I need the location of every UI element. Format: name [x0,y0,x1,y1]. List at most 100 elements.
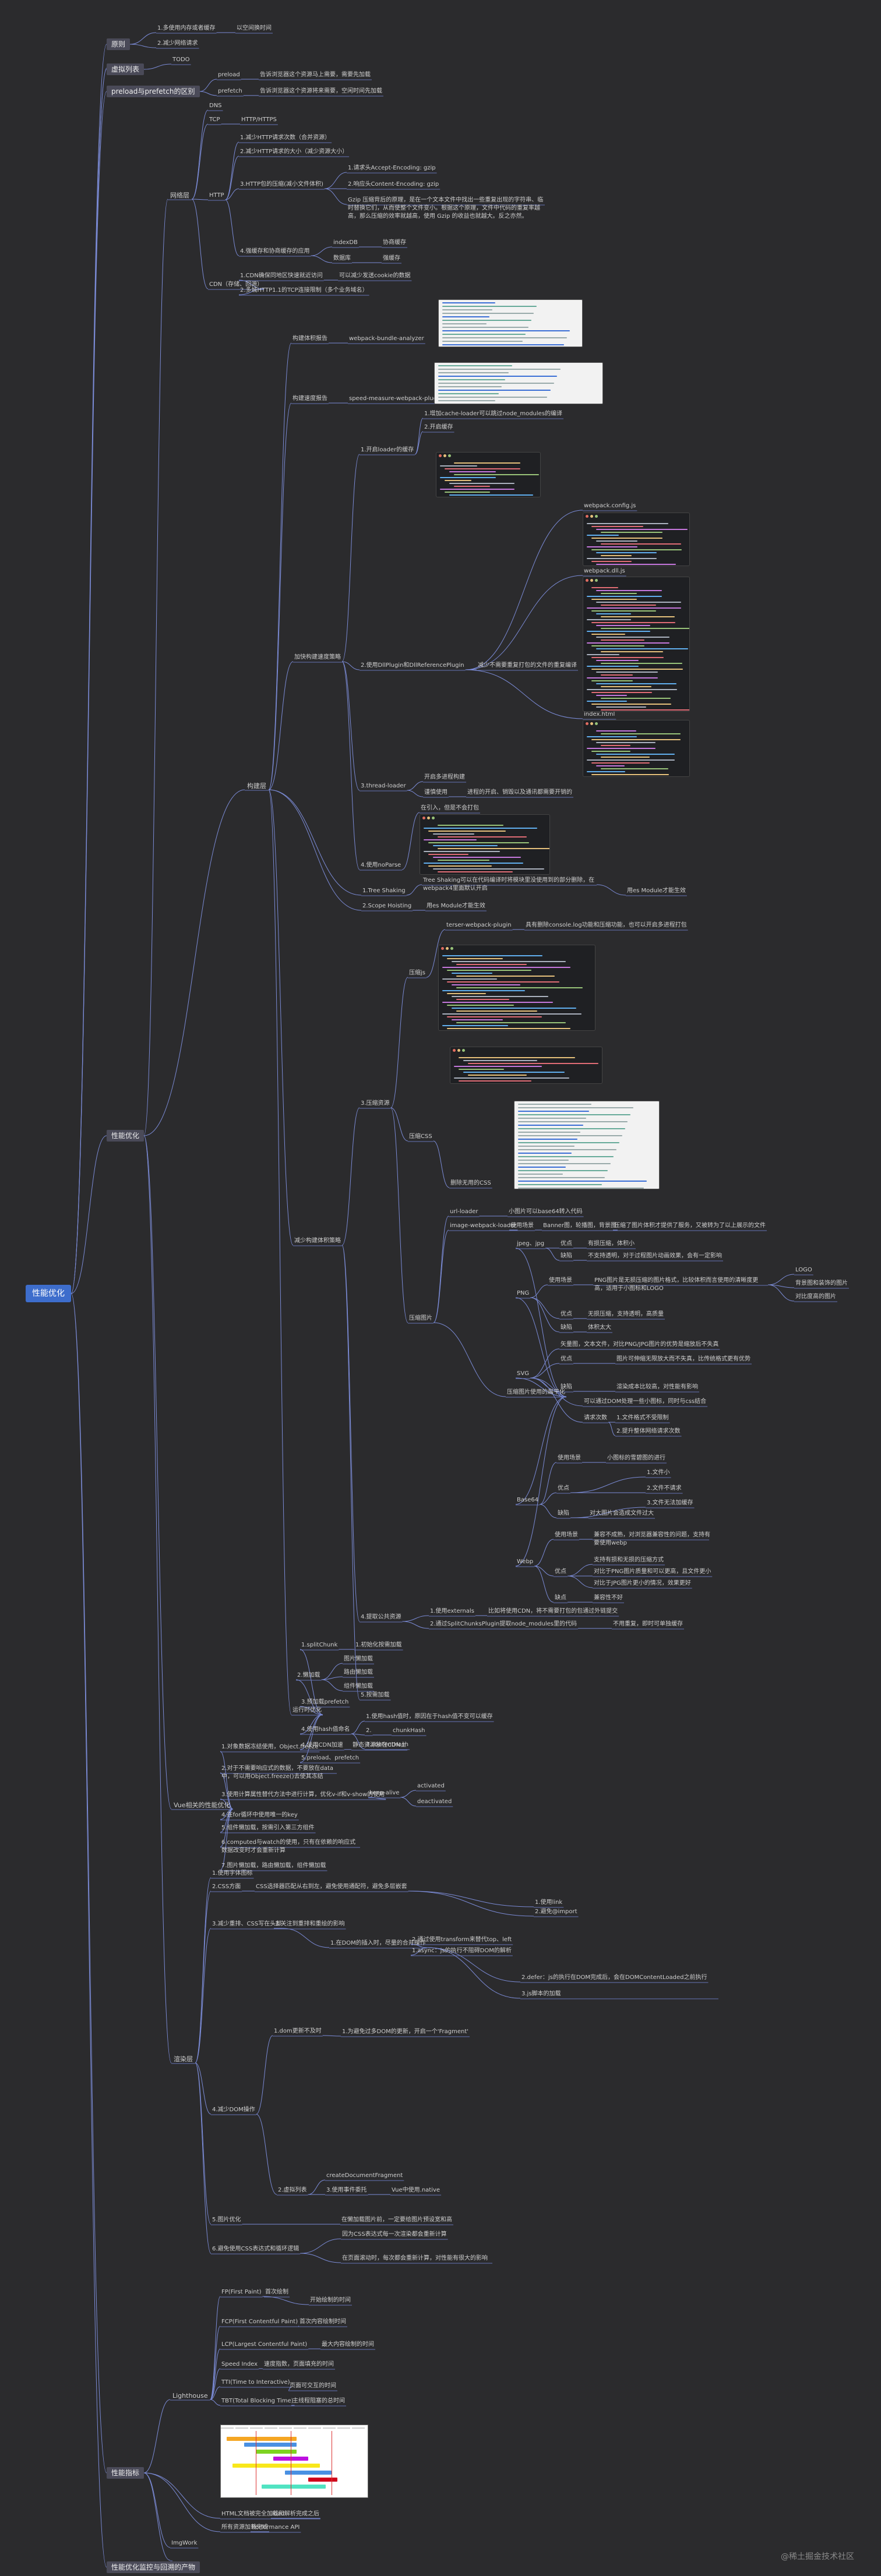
node-build[interactable]: 构建层 [247,782,266,790]
node-v3[interactable]: 3.使用计算属性替代方法中进行计算，优化v-if和v-show的使用 [221,1791,385,1798]
node-b2[interactable]: 构建速度报告 [293,395,327,402]
node-b41d[interactable]: 压缩图片 [409,1315,432,1321]
node-wp[interactable]: Webp [517,1559,534,1565]
node-re2b[interactable]: 1.使用link [535,1899,563,1906]
node-png1c[interactable]: 背景图和装饰的图片 [795,1280,848,1287]
node-h1[interactable]: 1.减少HTTP请求次数（合并资源） [240,135,331,141]
node-dns[interactable]: DNS [209,103,222,109]
node-wp2b[interactable]: 对比于PNG图片质量和可以更高，且文件更小 [594,1568,711,1575]
node-b41d1[interactable]: url-loader [450,1209,478,1215]
node-v5[interactable]: 5.组件懒加载，按需引入第三方组件 [221,1825,315,1831]
node-vue[interactable]: Vue相关的性能优化 [174,1801,231,1809]
node-png1a[interactable]: PNG图片是无损压缩的图片格式，比较体积而言使用的清晰度更高，适用于小图标和LO… [594,1277,759,1292]
node-h3b[interactable]: 2.响应头Content-Encoding: gzip [348,181,439,188]
node-b41d2[interactable]: image-webpack-loader [450,1222,517,1229]
node-png1d[interactable]: 对比度高的图片 [795,1294,836,1300]
node-b41d2a[interactable]: 使用场景 [510,1222,534,1229]
node-re2c[interactable]: 2.避免@import [535,1909,577,1915]
node-r4b[interactable]: 2. [366,1727,372,1734]
node-re42[interactable]: 2.虚拟列表 [278,2187,307,2193]
node-m7[interactable]: HTML文档被完全加载和解析完成之后 [221,2511,319,2517]
node-v3a1[interactable]: activated [417,1783,445,1789]
node-tcp1[interactable]: HTTP/HTTPS [241,116,277,123]
node-re5a[interactable]: 在懒加载图片前，一定要给图片预设宽和高 [341,2217,452,2223]
node-r3[interactable]: 3.预加载prefetch [301,1699,349,1705]
node-cdn[interactable]: CDN（存储、回源） [209,281,263,288]
node-png2[interactable]: 优点 [561,1311,572,1317]
node-v4[interactable]: 4.在for循环中使用唯一的key [221,1812,298,1818]
node-b642[interactable]: 优点 [558,1485,569,1492]
node-b422a[interactable]: 不用重复，即时可单独缓存 [613,1621,683,1627]
node-re6a[interactable]: 因为CSS表达式每一次渲染都会重新计算 [342,2231,447,2238]
node-pre1[interactable]: preload [218,72,240,78]
node-re4[interactable]: 4.减少DOM操作 [212,2107,255,2113]
node-re3a[interactable]: 3.关注到重排和重绘的影响 [275,1921,345,1927]
node-tcp[interactable]: TCP [209,116,220,123]
node-v1[interactable]: 1.对象数据冻结使用，Object.freeze [221,1744,319,1750]
node-net[interactable]: 网络层 [170,192,189,199]
node-re3[interactable]: 3.减少重排、CSS写在头部 [212,1921,282,1927]
node-svg5a[interactable]: 1.文件格式不受限制 [616,1415,669,1421]
node-b64[interactable]: Base64 [517,1497,539,1503]
node-lh[interactable]: Lighthouse [172,2392,208,2400]
node-r2a[interactable]: 图片懒加载 [344,1656,373,1662]
node-m5[interactable]: TTI(Time to Interactive) [221,2379,290,2386]
node-wp2c[interactable]: 对比于JPG图片更小的情况，效果更好 [594,1580,691,1586]
node-m6a[interactable]: 主线程阻塞的总时间 [293,2398,345,2404]
node-pr2[interactable]: 2.减少网络请求 [157,40,198,47]
node-metrics[interactable]: 性能指标 [107,2467,145,2479]
node-b35a[interactable]: Tree Shaking可以在代码编译时将模块里没使用到的部分删除，在webpa… [423,877,595,892]
node-jpg1[interactable]: 优点 [561,1241,572,1247]
node-b42[interactable]: 4.提取公共资源 [361,1614,401,1620]
node-m4[interactable]: Speed Index [221,2361,258,2367]
node-h2[interactable]: 2.减少HTTP请求的大小（减少资源大小） [240,149,348,155]
node-m1[interactable]: FP(First Paint) [221,2289,262,2295]
node-wp3[interactable]: 缺点 [555,1595,566,1601]
node-wp2a[interactable]: 支持有损和无损的压缩方式 [594,1557,664,1563]
node-h4a[interactable]: indexDB [333,239,358,246]
node-b41c[interactable]: 删除无用的CSS [450,1180,491,1186]
node-b35b[interactable]: 用es Module才能生效 [627,888,686,894]
node-b31b[interactable]: 2.开启缓存 [424,424,453,430]
node-r4c[interactable]: 3.contentHash [366,1741,409,1748]
node-re41a[interactable]: 1.为避免过多DOM的更新，开启一个'Fragment' [342,2029,469,2035]
node-b41a[interactable]: 压缩js [409,970,425,976]
node-r4[interactable]: 4.使用hash值命名 [301,1726,350,1733]
node-m5a[interactable]: 页面可交互的时间 [290,2383,336,2389]
node-r1a[interactable]: 1.初始化按需加载 [355,1642,402,1648]
node-b1a[interactable]: webpack-bundle-analyzer [349,335,424,342]
node-png[interactable]: PNG [517,1290,530,1296]
node-svg2[interactable]: 优点 [561,1356,572,1362]
node-m1a[interactable]: 首次绘制 [265,2289,288,2295]
node-r1[interactable]: 1.splitChunk [301,1642,338,1648]
node-b36[interactable]: 2.Scope Hoisting [362,903,412,909]
node-principle[interactable]: 原则 [107,38,131,50]
node-m2a[interactable]: 首次内容绘制时间 [299,2319,346,2325]
node-opt[interactable]: 性能优化 [107,1130,145,1142]
node-b643[interactable]: 缺陷 [558,1510,569,1517]
node-jpg[interactable]: jpeg、jpg [517,1241,545,1247]
node-wp1a[interactable]: 兼容不成熟，对浏览器兼容性的问题，支持有要使用webp [594,1532,710,1546]
node-re3b[interactable]: 1.在DOM的插入时，尽量的合并操作 [330,1940,426,1946]
node-cdn2[interactable]: 2.多城HTTP1.1的TCP连接限制（多个业务域名） [240,287,368,294]
node-pre[interactable]: preload与prefetch的区别 [107,86,200,97]
node-b41a1[interactable]: terser-webpack-plugin [446,922,512,928]
node-b4[interactable]: 减少构建体积策略 [294,1238,341,1244]
node-b421a[interactable]: 比如将使用CDN，将不需要打包的包通过外链提交 [488,1608,618,1614]
node-png1b[interactable]: LOGO [795,1267,812,1273]
node-v3a2[interactable]: deactivated [417,1798,452,1805]
node-pre1a[interactable]: 告诉浏览器这个资源马上需要，需要先加载 [260,72,371,78]
node-re3f[interactable]: 3.js脚本的加载 [521,1991,561,1997]
node-pr1[interactable]: 1.多使用内存或者缓存 [157,25,216,31]
node-m8a[interactable]: Performance API [252,2524,300,2531]
node-b32a[interactable]: 减少不需要重复打包的文件的重复编译 [478,662,577,669]
node-r5[interactable]: 4.使用CDN加速 [301,1742,343,1748]
node-b41b[interactable]: 压缩CSS [409,1133,432,1140]
node-wp3a[interactable]: 兼容性不好 [594,1595,623,1601]
node-b32i[interactable]: index.html [584,711,615,718]
node-b31a[interactable]: 1.增加cache-loader可以跳过node_modules的编译 [424,411,563,417]
node-vtodo[interactable]: TODO [172,56,190,63]
node-m6[interactable]: TBT(Total Blocking Time) [221,2398,294,2404]
node-wp1[interactable]: 使用场景 [555,1532,578,1538]
node-b41[interactable]: 3.压缩资源 [361,1100,390,1107]
